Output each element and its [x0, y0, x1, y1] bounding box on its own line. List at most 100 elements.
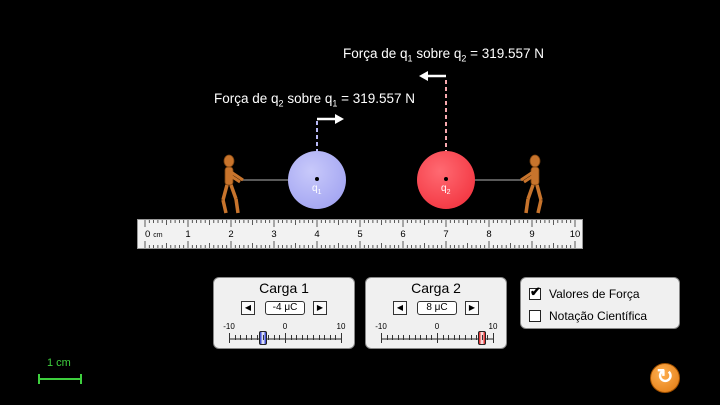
slider-tick — [381, 333, 382, 343]
slider-tick — [487, 335, 489, 340]
slider-tick — [470, 335, 472, 340]
slider-tick — [329, 335, 331, 340]
charge1-max-label: 10 — [336, 322, 346, 331]
ruler-label: 5 — [357, 229, 363, 240]
ruler-label: 8 — [486, 229, 492, 240]
ruler-label: 3 — [271, 229, 277, 240]
force-arrow-on-q2 — [419, 71, 446, 81]
right-figure-icon — [520, 154, 543, 214]
slider-tick — [397, 335, 399, 340]
charge1-mid-label: 0 — [282, 322, 288, 331]
slider-tick — [251, 335, 253, 340]
left-figure-icon — [221, 154, 244, 214]
slider-tick — [318, 335, 320, 340]
scientific-notation-label: Notação Científica — [549, 309, 648, 323]
slider-tick — [392, 335, 394, 340]
slider-tick — [273, 335, 275, 340]
force-q1-on-q2-label: Força de q1 sobre q2 = 319.557 N — [343, 46, 545, 64]
left-arrow-icon: ◀ — [244, 303, 252, 312]
charge1-increase-button[interactable]: ▶ — [313, 301, 327, 315]
slider-tick — [442, 335, 444, 340]
left-arrow-icon: ◀ — [396, 303, 404, 312]
slider-tick — [229, 333, 230, 343]
force-arrow-on-q1 — [317, 114, 344, 124]
slider-tick — [459, 335, 461, 340]
charge2-panel: Carga 2 ◀ 8 μC ▶ -10 0 10 — [365, 277, 507, 349]
ruler-unit: cm — [153, 232, 163, 239]
charge-q1-center-dot — [315, 177, 319, 181]
ruler-label: 7 — [443, 229, 449, 240]
options-panel: ✔ Valores de Força Notação Científica — [520, 277, 680, 329]
ruler-label: 1 — [185, 229, 191, 240]
right-arrow-icon: ▶ — [316, 303, 324, 312]
charge2-decrease-button[interactable]: ◀ — [393, 301, 407, 315]
force-q2-on-q1-label: Força de q2 sobre q1 = 319.557 N — [214, 91, 416, 109]
slider-tick — [493, 333, 494, 343]
slider-tick — [285, 333, 286, 343]
slider-tick — [476, 335, 478, 340]
charge-q1-ball[interactable]: q1 — [288, 151, 346, 209]
charge1-panel: Carga 1 ◀ -4 μC ▶ -10 0 10 — [213, 277, 355, 349]
slider-tick — [341, 333, 342, 343]
force-values-checkbox[interactable]: ✔ — [529, 284, 541, 300]
slider-tick — [245, 335, 247, 340]
slider-tick — [425, 335, 427, 340]
charge-q2-label: q2 — [441, 183, 451, 196]
charge1-min-label: -10 — [223, 322, 235, 331]
reset-button[interactable]: ↻ — [650, 363, 680, 393]
charge-q2-center-dot — [444, 177, 448, 181]
charge1-decrease-button[interactable]: ◀ — [241, 301, 255, 315]
slider-tick — [262, 335, 264, 340]
force-values-label: Valores de Força — [549, 287, 640, 301]
slider-tick — [403, 335, 405, 340]
slider-tick — [257, 335, 258, 340]
slider-tick — [420, 335, 422, 340]
charge1-title: Carga 1 — [259, 280, 309, 296]
slider-tick — [453, 335, 455, 340]
charge1-value: -4 μC — [265, 301, 305, 315]
slider-tick — [240, 335, 242, 340]
scale-bar — [38, 374, 82, 384]
charge2-title: Carga 2 — [411, 280, 461, 296]
slider-tick — [290, 335, 292, 340]
ruler-label: 10 — [569, 229, 581, 240]
slider-tick — [324, 335, 326, 340]
charge-q2-ball[interactable]: q2 — [417, 151, 475, 209]
ruler-label: 2 — [228, 229, 234, 240]
scene-graphics — [221, 71, 543, 214]
charge2-increase-button[interactable]: ▶ — [465, 301, 479, 315]
slider-tick — [268, 335, 270, 340]
slider-tick — [234, 335, 236, 340]
scientific-notation-checkbox[interactable] — [529, 310, 541, 322]
charge2-value: 8 μC — [417, 301, 457, 315]
check-icon: ✔ — [530, 284, 541, 299]
ruler-ticks — [144, 220, 576, 248]
slider-tick — [481, 335, 483, 340]
slider-tick — [448, 335, 450, 340]
ruler-label: 9 — [529, 229, 535, 240]
scientific-notation-option[interactable]: Notação Científica — [529, 309, 647, 323]
ruler-label: 4 — [314, 229, 320, 240]
slider-tick — [431, 335, 433, 340]
charge2-max-label: 10 — [488, 322, 498, 331]
force-values-option[interactable]: ✔ Valores de Força — [529, 284, 640, 301]
slider-tick — [386, 335, 388, 340]
slider-tick — [414, 335, 416, 340]
slider-tick — [409, 335, 410, 340]
slider-tick — [335, 335, 337, 340]
scale-label: 1 cm — [47, 357, 71, 369]
charge-q1-label: q1 — [312, 183, 322, 196]
slider-tick — [279, 335, 281, 340]
slider-tick — [465, 335, 466, 340]
charge2-min-label: -10 — [375, 322, 387, 331]
slider-tick — [307, 335, 309, 340]
charge2-mid-label: 0 — [434, 322, 440, 331]
slider-tick — [313, 335, 314, 340]
reset-icon: ↻ — [656, 366, 674, 388]
slider-tick — [301, 335, 303, 340]
slider-tick — [296, 335, 298, 340]
right-arrow-icon: ▶ — [468, 303, 476, 312]
slider-tick — [437, 333, 438, 343]
